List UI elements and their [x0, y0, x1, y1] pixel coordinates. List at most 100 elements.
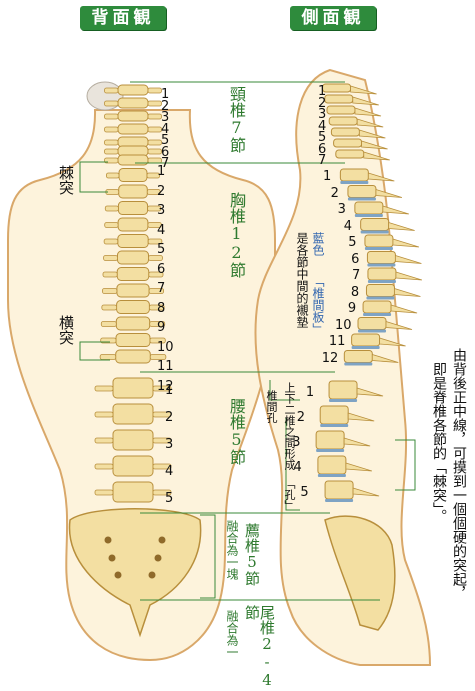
side-thoracic-number-3: 3: [337, 202, 346, 217]
spinous-label: 棘突: [57, 165, 75, 195]
back-vertebra-thoracic-6: [103, 250, 163, 265]
sacral-holes: [104, 536, 166, 579]
back-vertebra-cervical-2: [104, 97, 162, 109]
side-lumbar-number-4: 4: [293, 460, 302, 475]
side-view-header: 側面観: [290, 6, 376, 30]
back-vertebra-thoracic-5: [103, 234, 163, 248]
side-vertebra-thoracic-9: [362, 300, 418, 316]
back-cervical-number-2: 2: [161, 98, 170, 114]
side-vertebra-thoracic-11: [351, 333, 406, 349]
side-cervical-number-5: 5: [318, 130, 327, 145]
back-vertebra-lumbar-4: [94, 455, 172, 477]
disc-note: 是各節中間的襯墊: [295, 232, 309, 328]
back-thoracic-number-3: 3: [157, 203, 166, 218]
back-thoracic-number-7: 7: [157, 281, 166, 296]
side-cervical-number-3: 3: [318, 107, 327, 122]
side-thoracic-number-5: 5: [348, 235, 357, 250]
back-lumbar-number-4: 4: [165, 464, 174, 479]
side-cervical-number-2: 2: [318, 95, 327, 111]
back-vertebra-thoracic-1: [106, 168, 161, 182]
back-lumbar-number-1: 1: [165, 383, 174, 398]
back-thoracic-number-9: 9: [157, 320, 166, 335]
annotation-line-2: 即是脊椎各節的「棘突」。: [431, 362, 447, 523]
side-vertebra-thoracic-8: [365, 284, 421, 300]
side-vertebra-thoracic-3: [354, 201, 409, 217]
side-vertebra-thoracic-12: [343, 350, 399, 366]
side-vertebra-cervical-5: [330, 127, 386, 139]
back-vertebra-cervical-3: [104, 110, 162, 122]
disc-name-label: 「椎間板」: [311, 275, 325, 335]
back-thoracic-number-6: 6: [157, 261, 166, 277]
side-vertebra-thoracic-10: [357, 317, 413, 333]
side-thoracic-number-4: 4: [343, 218, 352, 234]
back-lumbar-number-2: 2: [165, 410, 174, 425]
back-vertebra-cervical-5: [104, 136, 162, 148]
side-thoracic-number-8: 8: [350, 284, 360, 300]
annotation-line-1: 由背後正中線，可摸到一個個硬的突起，: [451, 348, 467, 600]
side-lumbar-number-3: 3: [292, 435, 301, 450]
back-thoracic-number-10: 10: [157, 339, 174, 355]
coccyx-note: 融合為一: [225, 610, 239, 658]
side-sacrum: [324, 515, 396, 631]
foramen-label: 椎間孔: [265, 390, 278, 423]
back-vertebra-thoracic-7: [102, 267, 164, 281]
guide-lines: [79, 81, 416, 601]
back-vertebra-thoracic-2: [105, 184, 161, 199]
back-vertebra-thoracic-3: [104, 201, 162, 215]
side-vertebra-cervical-4: [328, 116, 384, 128]
side-thoracic-number-12: 12: [321, 350, 339, 366]
back-vertebra-thoracic-4: [104, 217, 162, 232]
sacral-note: 融合為一塊: [225, 520, 239, 580]
cervical-label: 頸椎7節: [227, 86, 246, 153]
disc-color-label: 藍色: [311, 232, 325, 256]
back-thoracic-number-4: 4: [157, 222, 166, 238]
side-cervical-number-4: 4: [318, 118, 327, 134]
back-thoracic-number-11: 11: [157, 359, 174, 374]
lumbar-label: 腰椎5節: [227, 398, 246, 465]
back-thoracic-number-5: 5: [157, 242, 166, 257]
side-thoracic-number-11: 11: [328, 334, 346, 349]
back-vertebra-thoracic-8: [102, 283, 164, 298]
back-cervical-number-1: 1: [161, 87, 170, 102]
back-thoracic-number-2: 2: [157, 183, 166, 199]
back-vertebra-lumbar-2: [94, 403, 172, 425]
side-lumbar-number-5: 5: [300, 485, 309, 500]
side-thoracic-number-10: 10: [335, 317, 352, 333]
back-vertebra-thoracic-9: [101, 300, 165, 314]
side-vertebra-cervical-3: [326, 105, 382, 117]
side-vertebra-thoracic-5: [364, 234, 420, 250]
back-thoracic-number-1: 1: [157, 164, 166, 179]
back-thoracic-number-12: 12: [157, 378, 174, 394]
thoracic-label: 胸椎12節: [227, 192, 246, 278]
coccyx-label: 尾椎2-4節: [243, 605, 276, 689]
side-vertebra-lumbar-1: [328, 380, 384, 402]
back-cervical-number-7: 7: [161, 156, 170, 171]
side-thoracic-number-2: 2: [330, 185, 339, 201]
back-cervical-number-4: 4: [161, 121, 170, 137]
side-cervical-number-7: 7: [318, 153, 327, 168]
side-vertebra-lumbar-5: [324, 480, 380, 502]
back-thoracic-number-8: 8: [157, 300, 166, 316]
side-thoracic-number-7: 7: [351, 268, 361, 283]
back-vertebra-lumbar-3: [94, 429, 172, 451]
sacral-label: 薦椎5節: [243, 523, 261, 586]
side-vertebra-cervical-2: [324, 94, 379, 106]
back-cervical-number-3: 3: [161, 110, 170, 125]
foramen-note-2: 「孔」: [283, 478, 296, 511]
side-thoracic-number-6: 6: [351, 251, 360, 267]
side-cervical-number-1: 1: [318, 84, 327, 99]
side-vertebra-lumbar-3: [315, 430, 371, 452]
back-vertebra-thoracic-12: [99, 349, 167, 364]
side-vertebra-thoracic-2: [347, 185, 403, 201]
side-vertebra-cervical-7: [335, 149, 390, 161]
back-vertebra-cervical-1: [104, 84, 162, 96]
side-vertebra-lumbar-2: [319, 405, 375, 427]
side-thoracic-number-1: 1: [322, 169, 332, 184]
back-view-header: 背面観: [80, 6, 166, 30]
back-vertebra-lumbar-1: [94, 377, 172, 399]
back-spine-column: [94, 84, 172, 503]
side-spine-column: [315, 83, 423, 502]
side-lumbar-number-1: 1: [305, 385, 315, 400]
side-vertebra-cervical-1: [322, 83, 377, 95]
